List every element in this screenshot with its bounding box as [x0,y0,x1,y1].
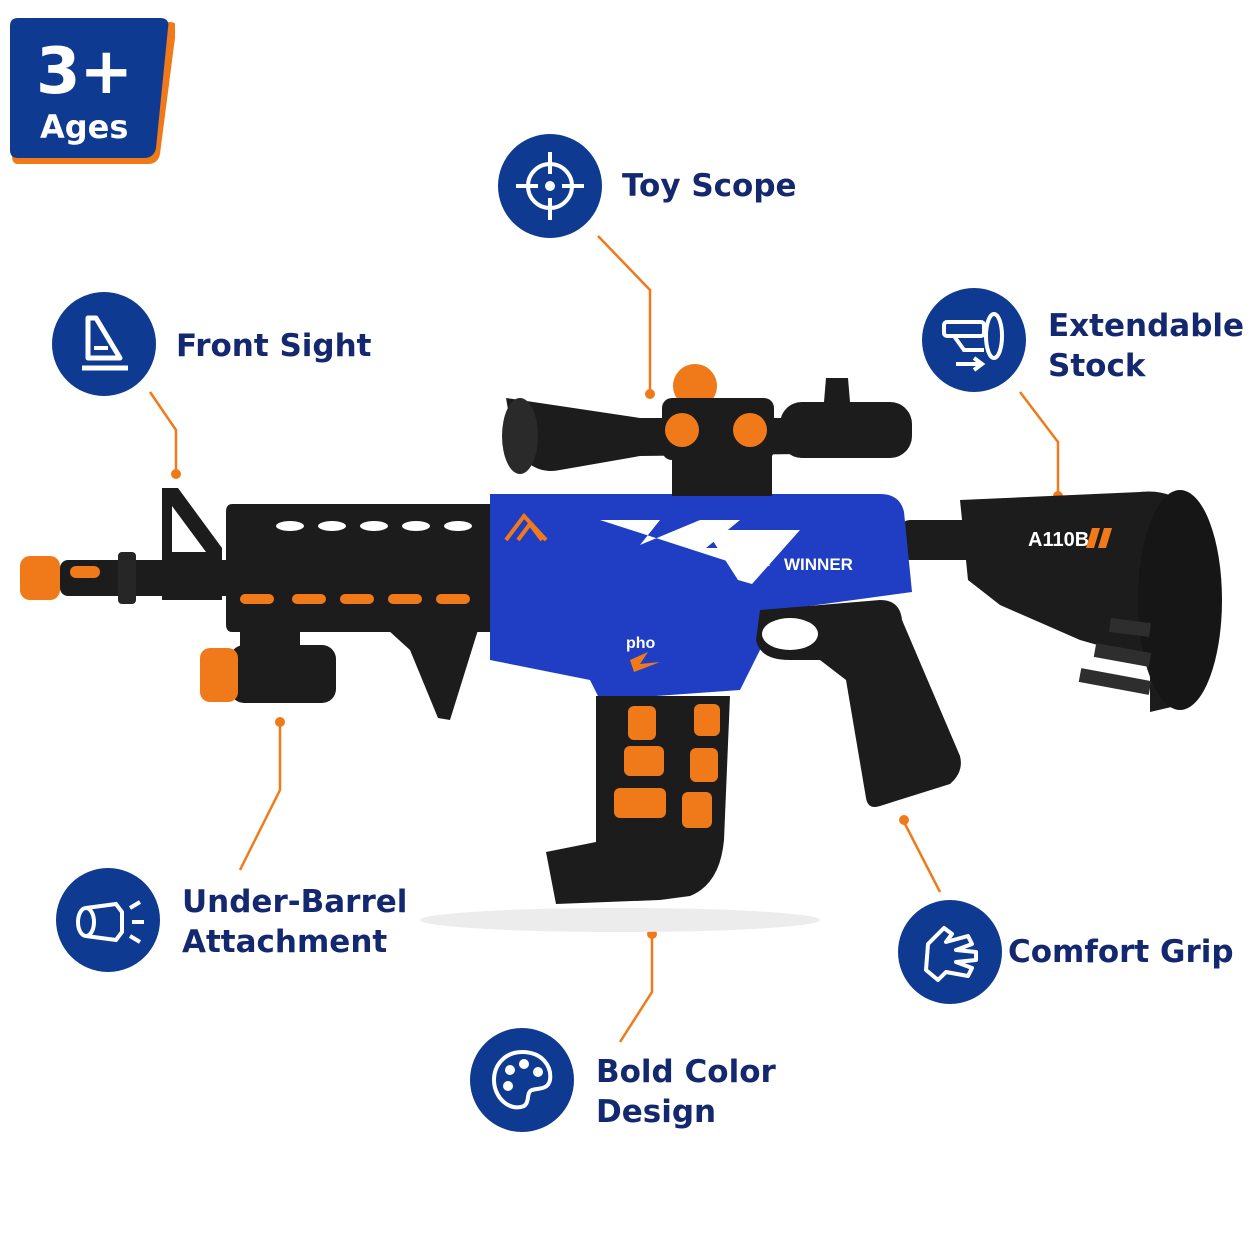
age-badge: 3+ Ages [10,18,175,166]
body-logo: pho [626,635,656,652]
extendable-stock-label: Extendable Stock [1048,306,1244,386]
leader-toy-scope [597,235,652,392]
extendable-stock-line2: Stock [1048,348,1146,384]
front-sight-label: Front Sight [176,328,372,364]
stock-marking: A110B [1028,529,1089,551]
leader-bold-color [618,934,654,1043]
extendable-stock-icon [942,312,1004,372]
bold-color-badge [470,1028,574,1132]
under-barrel-label: Under-Barrel Attachment [182,882,407,962]
extendable-stock-line1: Extendable [1048,308,1245,344]
leader-comfort-grip [902,821,942,893]
bold-color-label: Bold Color Design [596,1052,776,1132]
leader-front-sight [148,391,178,472]
toy-scope-label: Toy Scope [622,168,797,204]
age-label: Ages [40,108,129,146]
under-barrel-line2: Attachment [182,924,388,960]
extendable-stock-badge [922,288,1026,392]
front-sight-badge [52,292,156,396]
under-barrel-line1: Under-Barrel [182,884,408,920]
age-badge-shape [10,18,175,164]
comfort-grip-badge [898,900,1002,1004]
leader-under-barrel [238,722,282,871]
front-sight-icon [82,315,128,371]
crosshair-icon [516,152,584,220]
toy-scope-badge [498,134,602,238]
grip-hand-icon [924,926,978,982]
palette-icon [491,1049,553,1110]
comfort-grip-label: Comfort Grip [1008,934,1234,970]
flashlight-icon [76,900,144,944]
under-barrel-badge [56,868,160,972]
bold-color-line1: Bold Color [596,1054,776,1090]
body-marking: WINNER [784,555,853,574]
age-number: 3+ [36,35,133,109]
bold-color-line2: Design [596,1094,717,1130]
leader-extendable-stock [1019,391,1060,494]
